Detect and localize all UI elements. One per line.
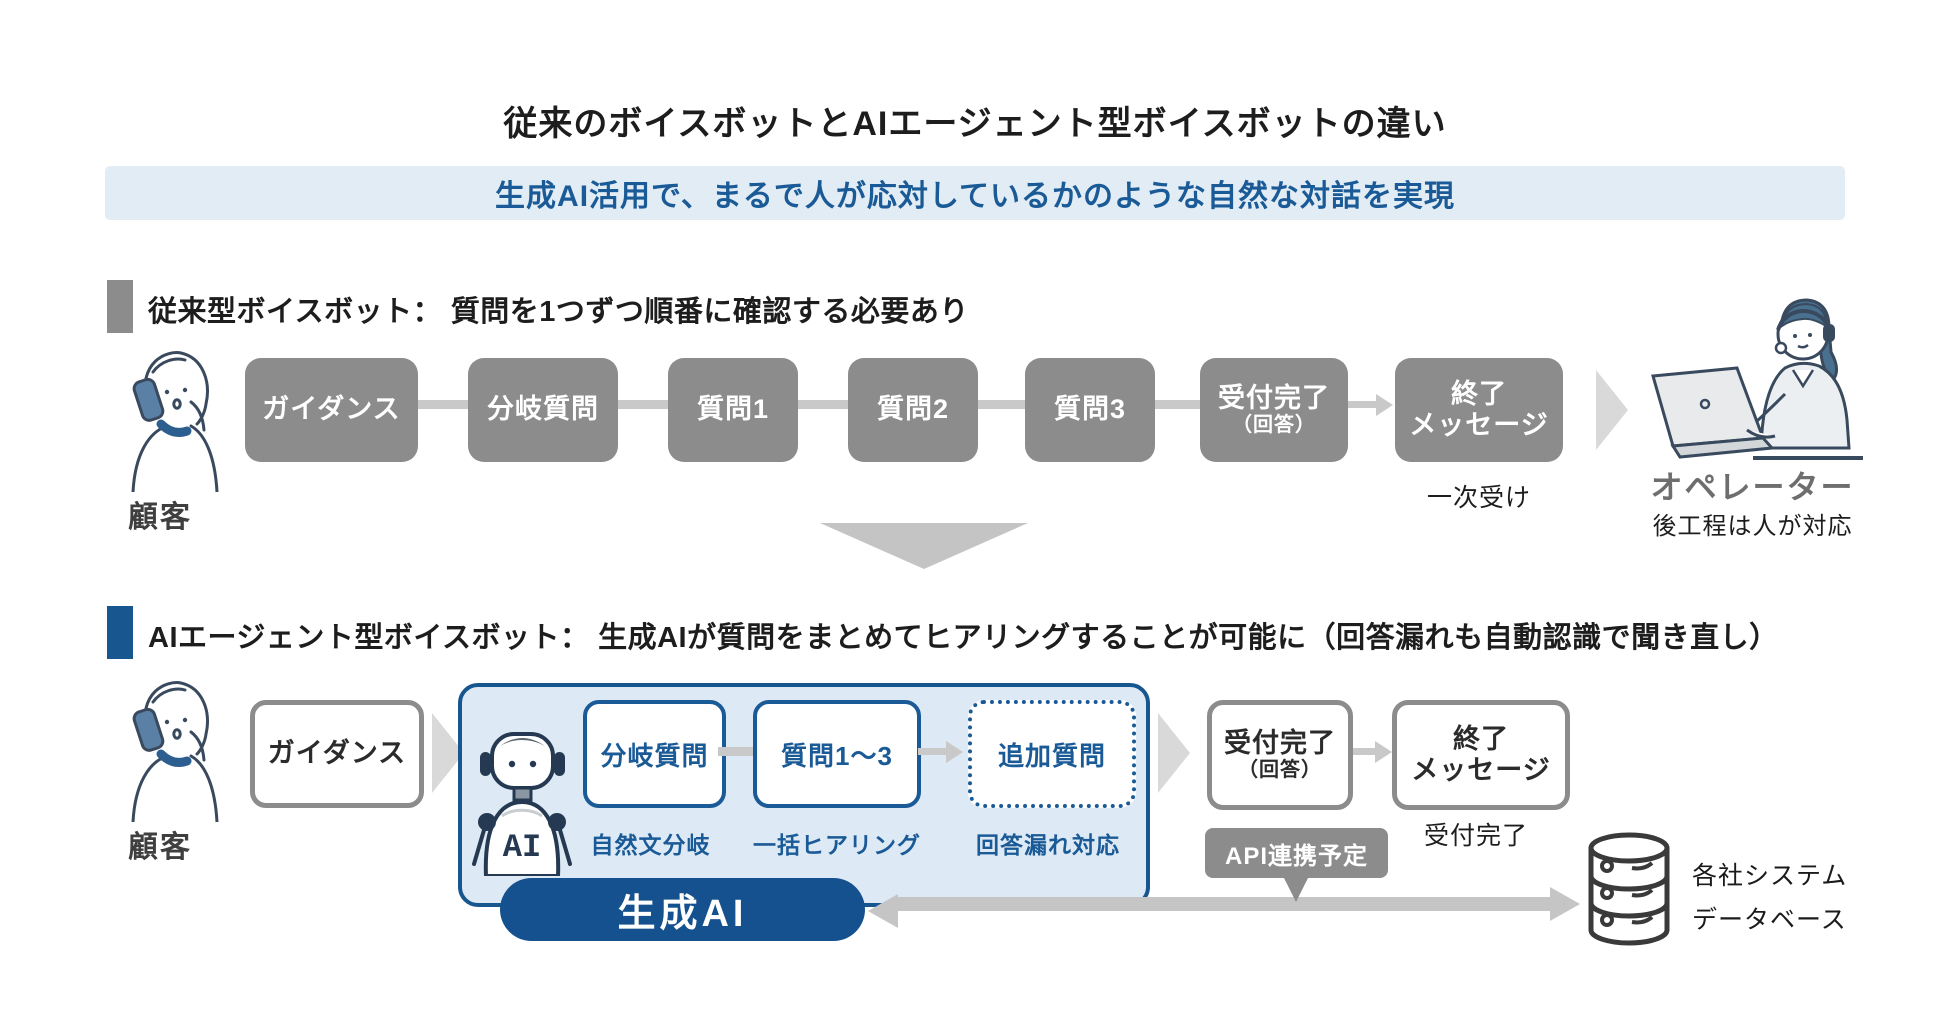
database-label: 各社システム <box>1692 862 1848 890</box>
operator-icon <box>1651 298 1863 460</box>
customer-label: 顧客 <box>128 831 192 864</box>
end-message-box: 終了 メッセージ <box>1392 700 1570 810</box>
connector <box>618 400 668 409</box>
first-contact-note: 一次受け <box>1426 484 1531 512</box>
api-badge: API連携予定 <box>1205 828 1388 878</box>
arrow-line <box>918 748 946 755</box>
ai-step-box-additional: 追加質問 <box>968 700 1136 808</box>
section1-marker <box>107 280 133 333</box>
ai-step-box-branch: 分岐質問 <box>583 700 726 808</box>
arrow-head-icon <box>1375 741 1392 763</box>
subtitle-banner: 生成AI活用で、まるで人が応対しているかのような自然な対話を実現 <box>105 166 1845 220</box>
arrow-head-icon <box>946 741 963 763</box>
section2-marker <box>107 606 133 659</box>
step-box-branch-question: 分岐質問 <box>468 358 618 462</box>
database-label: データベース <box>1692 906 1847 934</box>
data-flow-arrowhead-left-icon <box>868 894 898 928</box>
arrow-head-icon <box>1376 394 1393 416</box>
customer-label: 顧客 <box>128 501 192 534</box>
page-title: 従来のボイスボットとAIエージェント型ボイスボットの違い <box>503 105 1447 143</box>
chevron-right-icon <box>1596 370 1628 450</box>
robot-icon: AI <box>472 732 572 876</box>
database-icon <box>1588 832 1670 946</box>
ai-step-caption: 自然文分岐 <box>590 832 711 858</box>
section2-heading: AIエージェント型ボイスボット： 生成AIが質問をまとめてヒアリングすることが可… <box>148 622 1779 654</box>
step-box-completion: 受付完了 （回答） <box>1200 358 1348 462</box>
step-box-question3: 質問3 <box>1025 358 1155 462</box>
guidance-box: ガイダンス <box>250 700 424 808</box>
section-divider-arrow-icon <box>820 523 1028 569</box>
step-box-guidance: ガイダンス <box>245 358 418 462</box>
genai-pill: 生成AI <box>500 878 865 941</box>
api-pointer-icon <box>1283 876 1309 902</box>
chevron-right-icon <box>1158 713 1190 793</box>
connector <box>418 400 468 409</box>
customer-icon <box>131 681 219 822</box>
completion-note: 受付完了 <box>1423 822 1528 850</box>
subtitle-text: 生成AI活用で、まるで人が応対しているかのような自然な対話を実現 <box>495 180 1455 213</box>
connector <box>978 400 1025 409</box>
customer-icon <box>131 351 219 492</box>
ai-step-box-questions: 質問1～3 <box>753 700 921 808</box>
completion-box: 受付完了 （回答） <box>1207 700 1353 810</box>
data-flow-arrowhead-right-icon <box>1550 887 1580 921</box>
connector <box>1155 400 1200 409</box>
connector <box>718 747 753 756</box>
operator-note: 後工程は人が対応 <box>1652 513 1853 540</box>
svg-text:AI: AI <box>503 829 541 866</box>
ai-step-caption: 回答漏れ対応 <box>976 832 1120 858</box>
connector <box>798 400 848 409</box>
operator-label: オペレーター <box>1650 469 1855 505</box>
step-box-question2: 質問2 <box>848 358 978 462</box>
data-flow-arrow <box>896 897 1552 911</box>
step-box-question1: 質問1 <box>668 358 798 462</box>
ai-step-caption: 一括ヒアリング <box>753 832 921 858</box>
arrow-line <box>1353 748 1375 755</box>
arrow-line <box>1348 401 1376 408</box>
step-box-end-message: 終了 メッセージ <box>1395 358 1563 462</box>
section1-heading: 従来型ボイスボット： 質問を1つずつ順番に確認する必要あり <box>148 296 969 328</box>
